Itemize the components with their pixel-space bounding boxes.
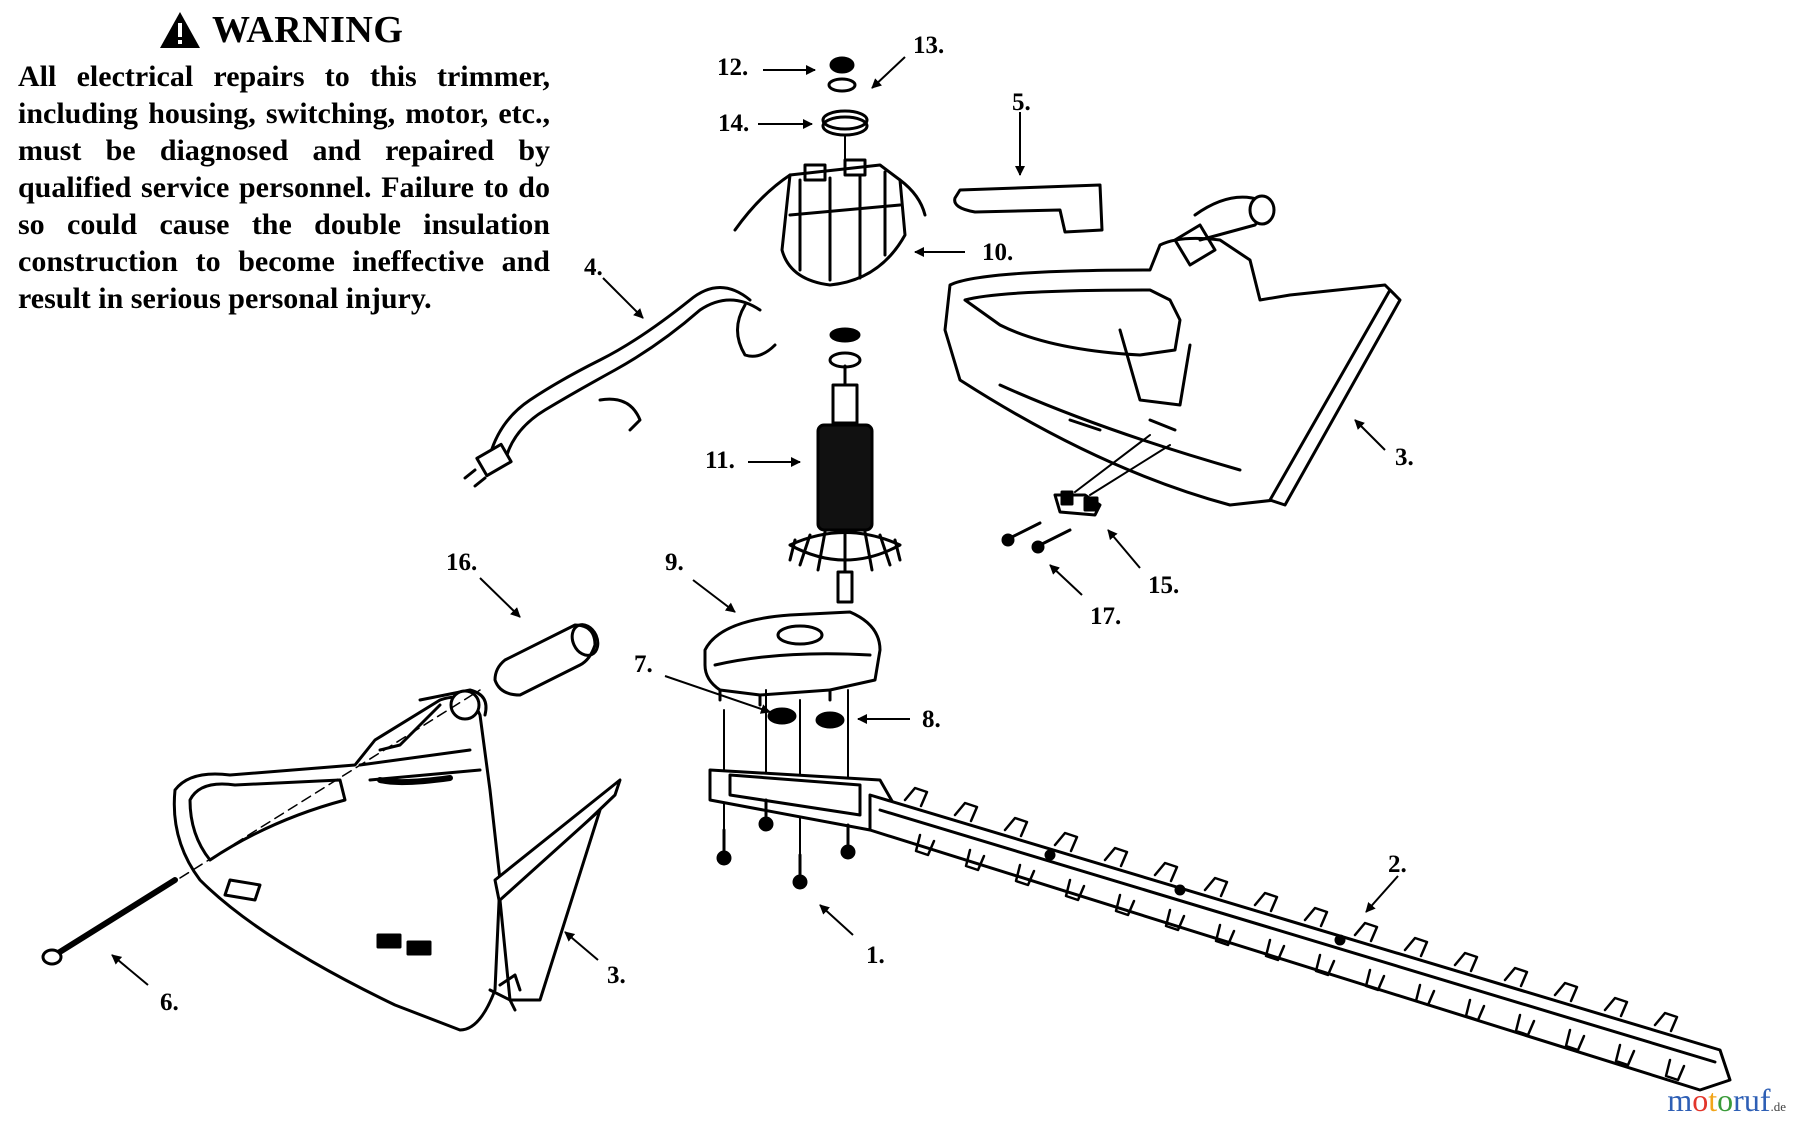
motor-field	[733, 158, 927, 287]
housing-half-left	[172, 688, 622, 1032]
cutter-blade	[708, 768, 1732, 1092]
label-15: 15.	[1148, 572, 1180, 599]
label-5: 5.	[1012, 89, 1031, 116]
label-17: 17.	[1090, 603, 1122, 630]
label-4: 4.	[584, 254, 603, 281]
armature	[788, 327, 902, 604]
watermark-logo: motoruf.de	[1667, 1082, 1786, 1118]
long-bolt	[41, 689, 481, 966]
label-7: 7.	[634, 651, 653, 678]
label-6: 6.	[160, 989, 179, 1016]
label-14: 14.	[718, 110, 750, 137]
label-13: 13.	[913, 32, 945, 59]
spacers	[767, 707, 845, 729]
label-16: 16.	[446, 549, 478, 576]
switch-button	[1053, 434, 1171, 517]
power-cord	[463, 286, 777, 488]
housing-screws	[1001, 521, 1072, 554]
blade-screws	[716, 798, 856, 890]
label-3-right: 3.	[1395, 444, 1414, 471]
leader-arrows	[111, 56, 1399, 986]
warning-block: WARNING All electrical repairs to this t…	[18, 8, 550, 317]
label-12: 12.	[717, 54, 749, 81]
warning-text: All electrical repairs to this trimmer, …	[18, 60, 550, 315]
label-8: 8.	[922, 706, 941, 733]
warning-title: WARNING	[212, 9, 404, 51]
gear-housing	[703, 610, 882, 707]
label-2: 2.	[1388, 851, 1407, 878]
label-3-left: 3.	[607, 962, 626, 989]
label-10: 10.	[982, 239, 1014, 266]
label-1: 1.	[866, 942, 885, 969]
label-11: 11.	[705, 447, 735, 474]
housing-half-right	[943, 194, 1402, 507]
warning-header: WARNING	[158, 8, 550, 52]
warning-triangle-icon	[160, 12, 200, 48]
handle-sleeve	[493, 623, 600, 697]
washer-stack	[821, 56, 869, 169]
switch-trigger	[953, 183, 1104, 234]
label-9: 9.	[665, 549, 684, 576]
